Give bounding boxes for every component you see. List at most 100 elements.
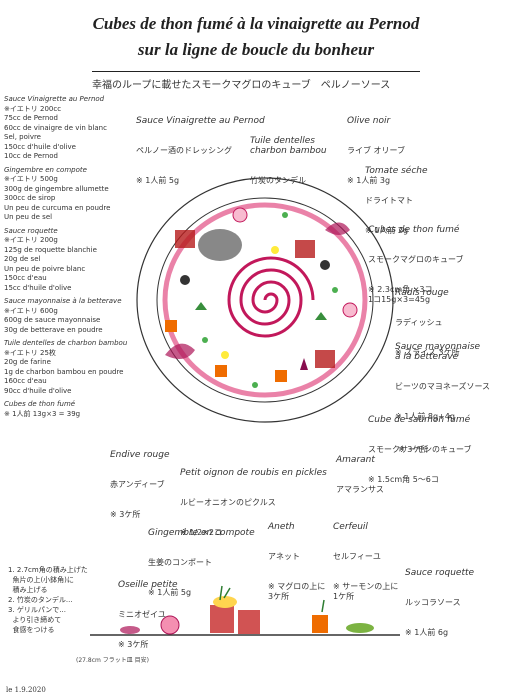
radish	[342, 302, 358, 318]
ginger	[221, 351, 229, 359]
tuna-cube	[295, 240, 315, 258]
title-line-1: Cubes de thon fumé à la vinaigrette au P…	[92, 14, 420, 33]
pea	[202, 337, 208, 343]
label-petit-oignon: Petit oignon de roubis en pickles ルビーオニオ…	[180, 468, 327, 537]
ginger	[271, 246, 279, 254]
radish	[232, 207, 248, 223]
pea	[282, 212, 288, 218]
label-oseille: Oseille petite ミニオゼイユ ※ 3ケ所	[118, 580, 178, 649]
label-amarant-qty: ※ 3ケ所	[398, 445, 429, 454]
salmon-cube	[275, 370, 287, 382]
herb	[315, 312, 327, 320]
recipe-line: 90cc d'huile d'olive	[4, 386, 72, 395]
salmon-cube	[215, 365, 227, 377]
pea	[252, 382, 258, 388]
recipe-heading: Sauce Vinaigrette au Pernod	[4, 95, 105, 103]
recipe-line: ※イエトリ 500g	[4, 175, 58, 183]
label-amarant: Amarant アマランサス	[336, 455, 384, 494]
recipe-line: ※イエトリ 200g	[4, 236, 58, 244]
recipe-line: Un peu de sel	[4, 213, 53, 221]
ginger-compote	[213, 596, 237, 608]
recipe-line: 20g de sel	[4, 255, 41, 263]
label-endive: Endive rouge 赤アンディーブ ※ 3ケ所	[110, 450, 170, 519]
recipe-line: 10cc de Pernod	[4, 152, 59, 160]
recipe-heading: Gingembre en compote	[4, 165, 87, 174]
roquette-dollop	[346, 623, 374, 633]
recipe-line: Sel, poivre	[4, 133, 41, 141]
label-mayo: Sauce mayonnaise à la betterave ビーツのマヨネー…	[395, 342, 491, 421]
plate-inner-rim	[156, 197, 374, 403]
date: le 1.9.2020	[6, 686, 46, 694]
recipe-line: ※イエトリ 600g	[4, 306, 58, 315]
side-view-sketch	[90, 585, 400, 636]
recipe-line: 30g de betterave en poudre	[4, 325, 103, 334]
endive-leaf	[165, 343, 195, 359]
recipe-line: 150cc d'eau	[4, 274, 47, 282]
tuna-cube	[175, 230, 195, 248]
subtitle: 幸福のループに載せたスモークマグロのキューブ ペルノーソース	[92, 80, 391, 91]
spiral-sauce	[227, 256, 315, 338]
recipe-block: Cubes de thon fumé※ 1人前 13g×3 = 39g	[4, 400, 124, 419]
recipe-line: ※イエトリ 200cc	[4, 104, 62, 113]
recipe-heading: Sauce roquette	[4, 226, 58, 235]
recipe-line: ※ 1人前 13g×3 = 39g	[4, 409, 81, 418]
label-saumon: Cube de saumon fumé スモークサーモンのキューブ ※ 1.5c…	[368, 415, 472, 484]
label-cubes: Cubes de thon fumé スモークマグロのキューブ ※ 2.3cm角…	[368, 225, 464, 304]
label-vinaigrette: Sauce Vinaigrette au Pernod ペルノー酒のドレッシング…	[136, 116, 265, 185]
recipe-line: 150cc d'huile d'olive	[4, 142, 76, 151]
endive-piece	[120, 626, 140, 634]
cerfeuil-sprig	[321, 599, 325, 613]
recipe-line: 160cc d'eau	[4, 377, 47, 385]
recipe-heading: Sauce mayonnaise à la betterave	[4, 297, 122, 305]
salmon-cube	[165, 320, 177, 332]
olive	[320, 260, 330, 270]
endive-leaf	[325, 222, 350, 235]
label-roquette: Sauce roquette ルッコラソース ※ 1人前 6g	[405, 568, 475, 637]
pea	[332, 287, 338, 293]
recipe-heading: Tuile dentelles de charbon bambou	[4, 339, 128, 347]
recipe-line: 1g de charbon bambou en poudre	[4, 367, 124, 376]
olive	[180, 275, 190, 285]
label-tuile: Tuile dentelles charbon bambou 竹炭のタンデル	[250, 136, 327, 185]
label-aneth: Aneth アネット ※ マグロの上に 3ケ所	[268, 522, 326, 601]
recipe-line: 75cc de Pernod	[4, 114, 59, 122]
recipe-line: 300cc de sirop	[4, 194, 56, 202]
recipe-line: 20g de farine	[4, 358, 51, 366]
recipe-line: Un peu de curcuma en poudre	[4, 203, 111, 212]
tuna-stack	[210, 605, 234, 633]
recipe-block: Tuile dentelles de charbon bambou※イエトリ 2…	[4, 339, 128, 396]
preparation-notes: 1. 2.7cm角の積み上げた 魚片の上(小鉢角)に 積み上げる 2. 竹炭のタ…	[8, 566, 88, 634]
recipe-line: 600g de sauce mayonnaise	[4, 316, 101, 324]
recipe-heading: Cubes de thon fumé	[4, 400, 76, 408]
plate-size-note: (27.8cm フラット皿 目安)	[76, 657, 149, 664]
radish-slice	[160, 615, 180, 635]
recipe-line: 60cc de vinaigre de vin blanc	[4, 123, 107, 132]
plate-outer-rim	[136, 177, 394, 423]
recipe-line: ※イエトリ 25枚	[4, 348, 56, 357]
plate-illustration	[136, 177, 394, 423]
salmon-stack	[312, 615, 328, 633]
label-radis: Radis rouge ラディッシュ ※ スライス 3ケ所	[395, 288, 460, 357]
recipe-line: Un peu de poivre blanc	[4, 264, 86, 273]
title-underline	[92, 71, 420, 72]
herb-sprig	[219, 585, 231, 601]
amaranth	[300, 358, 308, 370]
label-gingembre: Gingembre en compote 生姜のコンポート ※ 1人前 5g	[148, 528, 255, 597]
recipe-block: Sauce mayonnaise à la betterave※イエトリ 600…	[4, 297, 124, 335]
ring-sauce	[162, 202, 368, 398]
recipe-line: 15cc d'huile d'olive	[4, 283, 72, 292]
label-cerfeuil: Cerfeuil セルフィーユ ※ サーモンの上に 1ケ所	[333, 522, 399, 601]
label-olive: Olive noir ライブ オリーブ ※ 1人前 3g	[347, 116, 406, 185]
recipe-line: 300g de gingembre allumette	[4, 184, 109, 193]
label-tomate: Tomate séche ドライトマト ※ 1人前 2g	[365, 166, 428, 235]
recipe-line: 125g de roquette blanchie	[4, 245, 97, 254]
tuna-stack	[238, 610, 260, 634]
title-line-2: sur la ligne de boucle du bonheur	[137, 40, 375, 59]
tuile-lace	[198, 229, 242, 261]
tuna-cube	[315, 350, 335, 368]
herb	[195, 302, 207, 310]
